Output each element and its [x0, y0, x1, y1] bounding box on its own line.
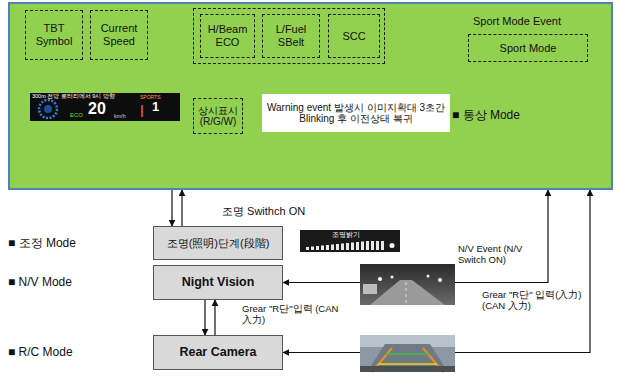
connector-arrow — [283, 190, 590, 353]
annotation-label: Grear "R단"입력 (CAN 入力) — [242, 304, 346, 326]
node-text: 상시표시 (R/G/W) — [196, 105, 240, 128]
rear-camera-image — [360, 335, 455, 372]
annotation-label: ■ 조정 Mode — [8, 237, 76, 251]
display-item-box: Sport Mode EventSport Mode — [468, 34, 588, 62]
annotation-label: Grear "R단" 입력(入力) (CAN 入力) — [482, 290, 586, 312]
annotation-label: 1 — [152, 100, 159, 115]
node-text: TBT Symbol — [28, 22, 80, 47]
brightness-image — [300, 230, 400, 252]
node-text: Warning event 발생시 이미지확대 3초간 Blinking 후 이… — [266, 102, 446, 125]
node-text: L/Fuel SBelt — [265, 23, 317, 48]
node-text: Night Vision — [182, 275, 255, 289]
mode-box: Night Vision — [153, 265, 283, 300]
mode-box: Rear Camera — [153, 335, 283, 370]
annotation-label: ■ N/V Mode — [8, 276, 72, 290]
display-item-box: TBT Symbol — [25, 10, 83, 60]
annotation-label: ECO — [70, 112, 83, 119]
event-heading: Sport Mode Event — [449, 15, 585, 28]
display-item-box: L/Fuel SBelt — [262, 14, 320, 58]
node-text: 조명(照明)단계(段階) — [167, 237, 270, 250]
display-item-box: Current Speed — [90, 10, 148, 60]
mode-title: ■ 통상 Mode — [452, 109, 520, 123]
mode-box: 조명(照明)단계(段階) — [153, 226, 283, 260]
display-item-box: 상시표시 (R/G/W) — [193, 98, 243, 134]
night-vision-image — [360, 264, 455, 305]
annotation-label: 20 — [88, 100, 106, 118]
annotation-label: 조명밝기 — [332, 231, 360, 239]
annotation-label: N/V Event (N/V Switch ON) — [458, 244, 546, 266]
note-box: Warning event 발생시 이미지확대 3초간 Blinking 후 이… — [262, 94, 450, 132]
annotation-label: 300m 전방 로터리에서 9시 방향 — [32, 93, 115, 99]
node-text: H/Beam ECO — [203, 23, 252, 48]
node-text: Sport Mode — [500, 42, 557, 55]
connector-arrow — [181, 190, 182, 226]
connector-arrow — [283, 190, 548, 283]
connector-arrow — [171, 190, 172, 226]
node-text: Current Speed — [93, 22, 145, 47]
annotation-label: 조명 Swithch ON — [222, 205, 305, 218]
node-text: SCC — [342, 30, 365, 43]
display-item-box: SCC — [328, 14, 380, 58]
connector-arrow — [204, 300, 205, 335]
annotation-label: ■ R/C Mode — [8, 346, 73, 360]
connector-arrow — [214, 300, 215, 335]
annotation-label: km/h — [114, 113, 126, 119]
display-item-box: H/Beam ECO — [200, 14, 255, 58]
node-text: Rear Camera — [179, 345, 256, 359]
